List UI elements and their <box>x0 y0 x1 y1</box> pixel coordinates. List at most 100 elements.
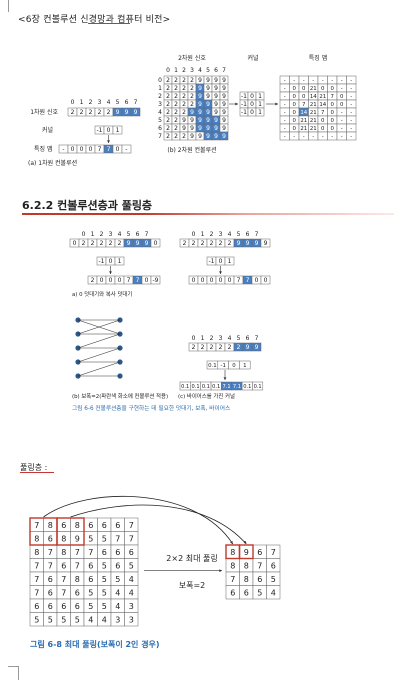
pad-result-cell: 2 <box>91 277 95 284</box>
kernel-1d-cell: 1 <box>116 127 120 134</box>
output-node <box>117 373 123 379</box>
pad-result-cell-box <box>150 275 161 285</box>
index-digit: 1 <box>201 231 205 238</box>
feature-2d-cell: - <box>293 134 295 140</box>
arrow-to-feature-head <box>275 102 278 106</box>
pool-input-cell: 5 <box>115 575 120 584</box>
feature-2d-cell: 0 <box>321 86 325 92</box>
feature-2d-cell: - <box>350 78 352 84</box>
signal-2d-cell: 9 <box>206 85 210 92</box>
pool-input-cell: 8 <box>48 521 53 530</box>
index-digit: 4 <box>118 231 122 238</box>
signal-2d-cell: 9 <box>214 77 218 84</box>
pool-input-cell: 4 <box>129 588 134 597</box>
pool-output-cell: 8 <box>230 548 235 557</box>
stride-edge <box>77 319 121 335</box>
pool-input-cell: 6 <box>61 561 66 570</box>
copy-signal-cell: 2 <box>201 240 205 247</box>
signal-2d-cell: 9 <box>182 125 186 132</box>
signal-2d-cell: 9 <box>214 133 218 140</box>
pool-output-cell: 5 <box>271 575 276 584</box>
pad-result-cell: 0 <box>109 277 113 284</box>
index-digit: 2 <box>100 231 104 238</box>
signal-1d-cell-box <box>130 107 141 117</box>
feature-2d-cell: 14 <box>310 94 317 100</box>
bias-signal-cell: 2 <box>192 344 196 351</box>
pool-input-cell: 3 <box>129 602 134 611</box>
pad-result-cell: 7 <box>136 277 140 284</box>
index-digit: 0 <box>71 99 75 106</box>
feature-1d-cell: - <box>62 146 64 153</box>
pool-input-cell: 7 <box>34 588 39 597</box>
bias-result-cell: 7.1 <box>223 384 231 390</box>
feature-2d-cell: 0 <box>331 110 335 116</box>
feature-2d-cell: 0 <box>340 102 344 108</box>
caption-stride: (b) 보폭=2(파란색 화소에 컨볼루션 적용) <box>72 392 168 400</box>
pool-input-cell: 8 <box>34 534 39 543</box>
stride-edge <box>77 347 121 363</box>
pool-input-cell: 6 <box>34 602 39 611</box>
row-index-2d: 7 <box>158 133 162 140</box>
page-corner-mark <box>8 666 18 667</box>
pool-input-cell: 7 <box>34 561 39 570</box>
index-digit-2d: 5 <box>206 67 210 74</box>
index-digit: 6 <box>125 99 129 106</box>
kernel-2d-cell: 0 <box>250 101 254 108</box>
pool-input-cell: 6 <box>48 602 53 611</box>
signal-2d-cell: 2 <box>182 77 186 84</box>
pool-input-cell: 5 <box>129 561 134 570</box>
pool-output-cell: 7 <box>271 548 276 557</box>
pool-input-cell: 6 <box>48 534 53 543</box>
index-digit: 6 <box>136 231 140 238</box>
index-digit: 3 <box>219 231 223 238</box>
signal-2d-cell: 9 <box>206 117 210 124</box>
signal-2d-cell: 9 <box>214 109 218 116</box>
pool-output-cell: 6 <box>257 575 262 584</box>
signal-2d-cell: 2 <box>174 109 178 116</box>
signal-1d-cell: 2 <box>80 109 84 116</box>
pad-result-cell: 0 <box>118 277 122 284</box>
bias-kernel-cell: 0 <box>232 363 236 369</box>
kernel-2d-cell: -1 <box>241 101 247 108</box>
copy-signal-cell: 2 <box>219 240 223 247</box>
bias-signal-cell: 2 <box>201 344 205 351</box>
feature-2d-cell: - <box>350 94 352 100</box>
pad-signal-cell-box <box>150 238 161 248</box>
pool-input-cell: 5 <box>102 575 107 584</box>
copy-result-cell: 0 <box>201 277 205 284</box>
feature-2d-cell: - <box>284 78 286 84</box>
signal-2d-cell: 9 <box>198 93 202 100</box>
pool-input-cell: 5 <box>102 602 107 611</box>
index-digit: 3 <box>109 231 113 238</box>
pool-input-cell: 5 <box>61 615 66 624</box>
pad-kernel-cell: -1 <box>99 258 105 265</box>
pool-arrow-head-1-head <box>230 541 233 544</box>
pad-signal-cell: 0 <box>73 240 77 247</box>
copy-signal-cell: 2 <box>228 240 232 247</box>
row-index-2d: 6 <box>158 125 162 132</box>
pool-output-cell: 7 <box>257 561 262 570</box>
copy-kernel-cell: 0 <box>219 258 223 265</box>
index-digit: 7 <box>134 99 138 106</box>
index-digit: 7 <box>255 335 259 342</box>
pool-output-cell: 6 <box>257 548 262 557</box>
pad-result-cell: 0 <box>100 277 104 284</box>
signal-2d-cell: 9 <box>206 93 210 100</box>
row-index-2d: 3 <box>158 101 162 108</box>
kernel-1d-cell: -1 <box>97 127 103 134</box>
feature-2d-cell: - <box>331 78 333 84</box>
feature-2d-cell: 21 <box>310 86 317 92</box>
copy-result-cell: 0 <box>255 277 259 284</box>
pool-output-cell: 4 <box>271 588 276 597</box>
signal-2d-cell: 9 <box>198 101 202 108</box>
feature-2d-cell: 21 <box>300 126 307 132</box>
feature-2d-cell: 21 <box>310 102 317 108</box>
feature-2d-cell: - <box>350 126 352 132</box>
index-digit: 5 <box>237 231 241 238</box>
signal-1d-cell: 2 <box>107 109 111 116</box>
pool-input-cell: 8 <box>61 534 66 543</box>
index-digit: 4 <box>228 231 232 238</box>
row-index-2d: 5 <box>158 117 162 124</box>
pool-input-cell: 6 <box>61 521 66 530</box>
